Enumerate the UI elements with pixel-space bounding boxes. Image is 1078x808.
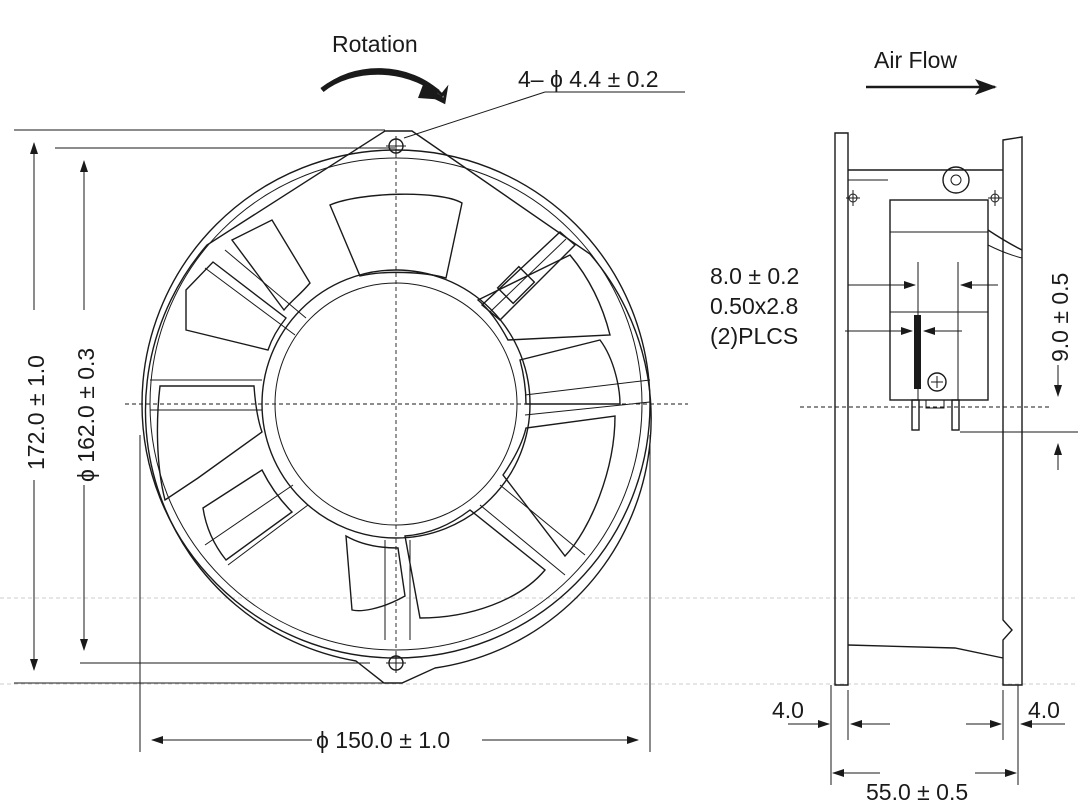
terminal-count-label: (2)PLCS <box>710 323 798 349</box>
rotation-arrow <box>320 68 449 105</box>
terminal-size-label: 0.50x2.8 <box>710 293 798 319</box>
height-total-dimension <box>14 129 385 684</box>
side-left-flange <box>834 132 849 686</box>
height-diameter-label: ϕ 162.0 ± 0.3 <box>73 348 99 482</box>
width-diameter-dimension <box>139 435 651 752</box>
side-right-flange <box>1002 136 1023 686</box>
fan-side-view <box>834 132 1023 686</box>
terminal-block <box>889 199 989 401</box>
air-flow-label: Air Flow <box>874 47 957 73</box>
terminal-spacing-dimension <box>845 281 998 335</box>
terminal-blade <box>914 315 921 389</box>
width-diameter-label: ϕ 150.0 ± 1.0 <box>316 727 450 753</box>
fan-front-view <box>125 130 688 684</box>
rotation-label: Rotation <box>332 31 418 57</box>
hole-leader <box>403 91 546 139</box>
flange-dimensions <box>788 685 1065 785</box>
terminal-height-label: 9.0 ± 0.5 <box>1047 273 1073 362</box>
wire-channel <box>480 231 577 321</box>
mount-hole-top <box>386 136 406 156</box>
fan-blades <box>156 193 621 619</box>
height-diameter-dimension <box>55 147 395 664</box>
mount-hole-bottom <box>386 653 406 673</box>
flange-left-label: 4.0 <box>772 697 804 723</box>
hole-spec-label: 4– ϕ 4.4 ± 0.2 <box>518 66 659 92</box>
depth-label: 55.0 ± 0.5 <box>866 779 968 805</box>
terminal-spacing-label: 8.0 ± 0.2 <box>710 263 799 289</box>
page-guide-lines <box>0 597 1078 685</box>
flange-right-label: 4.0 <box>1028 697 1060 723</box>
terminal-height-dimension <box>800 365 1078 470</box>
height-total-label: 172.0 ± 1.0 <box>23 355 49 470</box>
